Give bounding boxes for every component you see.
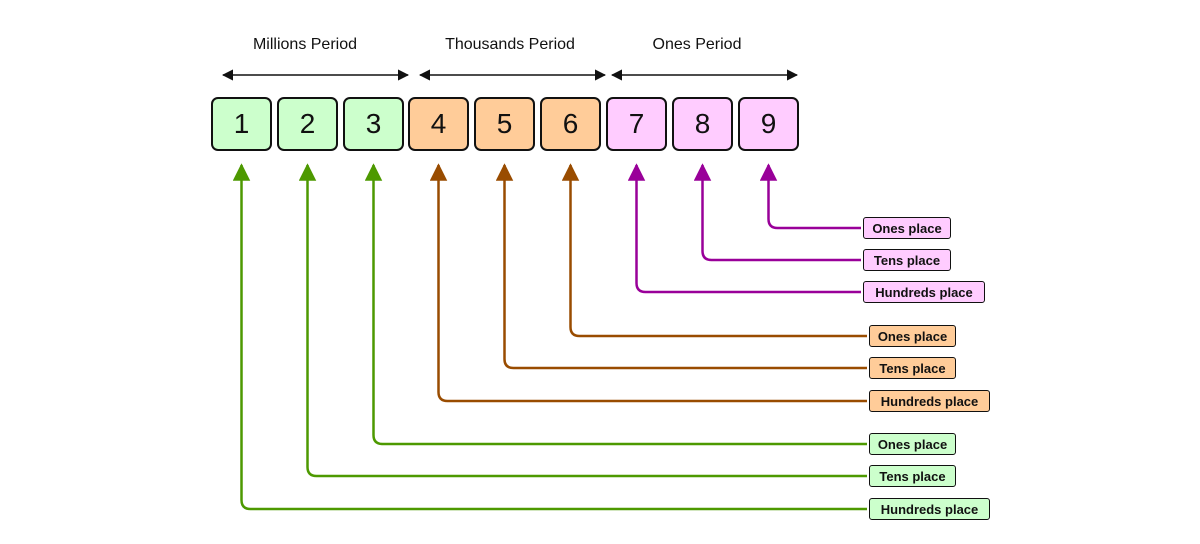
digit-box-7: 7 [606, 97, 667, 151]
connector-thousands-hundreds-place [429, 163, 867, 403]
connector-millions-ones-place [364, 163, 867, 446]
connector-millions-tens-place [298, 163, 867, 478]
connector-ones-ones-place [759, 163, 861, 230]
digit-box-4: 4 [408, 97, 469, 151]
digit-box-5: 5 [474, 97, 535, 151]
digit-box-3: 3 [343, 97, 404, 151]
place-label-millions-ones-place: Ones place [869, 433, 956, 455]
place-label-ones-hundreds-place: Hundreds place [863, 281, 985, 303]
connector-ones-hundreds-place [627, 163, 861, 294]
digit-box-6: 6 [540, 97, 601, 151]
place-label-thousands-hundreds-place: Hundreds place [869, 390, 990, 412]
period-label-ones: Ones Period [652, 36, 742, 53]
connector-ones-tens-place [693, 163, 861, 262]
place-label-ones-tens-place: Tens place [863, 249, 951, 271]
connector-thousands-ones-place [561, 163, 867, 338]
place-label-thousands-tens-place: Tens place [869, 357, 956, 379]
place-label-ones-ones-place: Ones place [863, 217, 951, 239]
connector-millions-hundreds-place [232, 163, 867, 511]
digit-box-2: 2 [277, 97, 338, 151]
digit-box-8: 8 [672, 97, 733, 151]
period-label-millions: Millions Period [252, 36, 358, 53]
place-label-millions-hundreds-place: Hundreds place [869, 498, 990, 520]
connector-thousands-tens-place [495, 163, 867, 370]
place-label-thousands-ones-place: Ones place [869, 325, 956, 347]
digit-box-1: 1 [211, 97, 272, 151]
digit-box-9: 9 [738, 97, 799, 151]
place-label-millions-tens-place: Tens place [869, 465, 956, 487]
period-label-thousands: Thousands Period [445, 36, 575, 53]
